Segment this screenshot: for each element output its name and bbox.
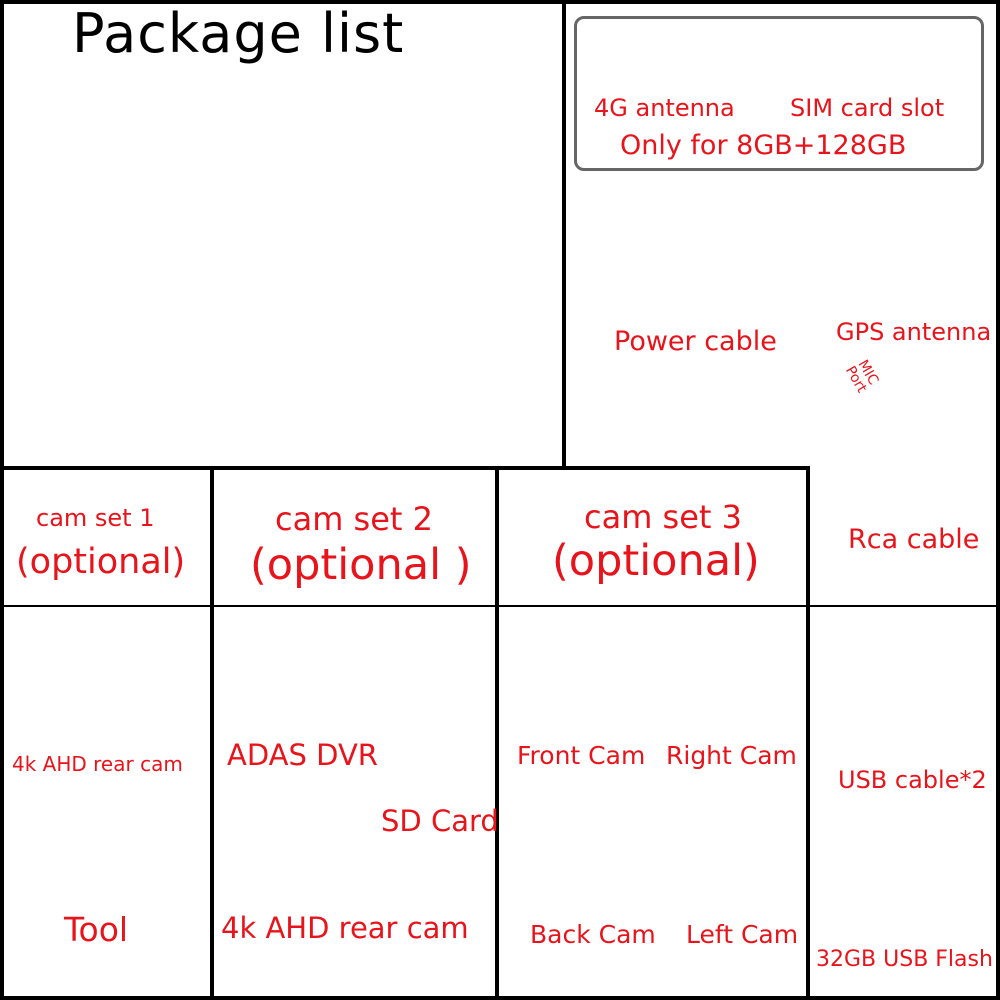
outer-border-right — [996, 0, 1000, 1000]
divider-v1 — [210, 470, 214, 1000]
screen-spec-line1: 2.5D QLED — [253, 190, 376, 210]
outer-border-left — [0, 0, 4, 1000]
rca-cable-label: Rca cable — [848, 524, 980, 555]
4g-sim-box — [574, 16, 984, 171]
cam-set-2-title: cam set 2 — [275, 500, 433, 538]
divider-row — [0, 605, 1000, 607]
page-title: Package list — [72, 2, 405, 65]
set2-rear-cam-label: 4k AHD rear cam — [221, 911, 469, 945]
front-cam-label: Front Cam — [517, 741, 646, 770]
usb-cable-label: USB cable*2 — [838, 766, 987, 794]
gps-antenna-label: GPS antenna — [836, 318, 992, 346]
sim-card-slot-label: SIM card slot — [790, 94, 945, 122]
divider-top-horizontal — [0, 466, 810, 470]
mic-port-label: MIC Port — [841, 357, 882, 396]
adas-dvr-label: ADAS DVR — [227, 738, 378, 772]
back-cam-label: Back Cam — [530, 920, 656, 949]
cam-set-3-optional: (optional) — [552, 536, 760, 586]
cam-set-1-title: cam set 1 — [36, 504, 155, 532]
4g-antenna-label: 4G antenna — [594, 94, 735, 122]
set1-rear-cam-label: 4k AHD rear cam — [12, 752, 183, 776]
divider-top-vertical — [562, 0, 566, 470]
outer-border-top — [0, 0, 1000, 4]
left-cam-label: Left Cam — [686, 920, 799, 949]
divider-v2 — [495, 470, 499, 1000]
cam-set-1-optional: (optional) — [16, 542, 186, 582]
cam-set-2-optional: (optional ) — [250, 540, 472, 590]
power-cable-label: Power cable — [614, 326, 777, 357]
outer-border-bottom — [0, 996, 1000, 1000]
tool-label: Tool — [64, 910, 129, 949]
sd-card-label: SD Card — [381, 804, 499, 838]
cam-set-3-title: cam set 3 — [584, 498, 742, 536]
divider-v3 — [806, 470, 810, 1000]
right-cam-label: Right Cam — [666, 741, 797, 770]
only-for-note: Only for 8GB+128GB — [620, 130, 907, 161]
usb-flash-label: 32GB USB Flash — [816, 947, 993, 972]
screen-spec-line2: 9 INCH 1280*720 IPS — [212, 244, 413, 263]
